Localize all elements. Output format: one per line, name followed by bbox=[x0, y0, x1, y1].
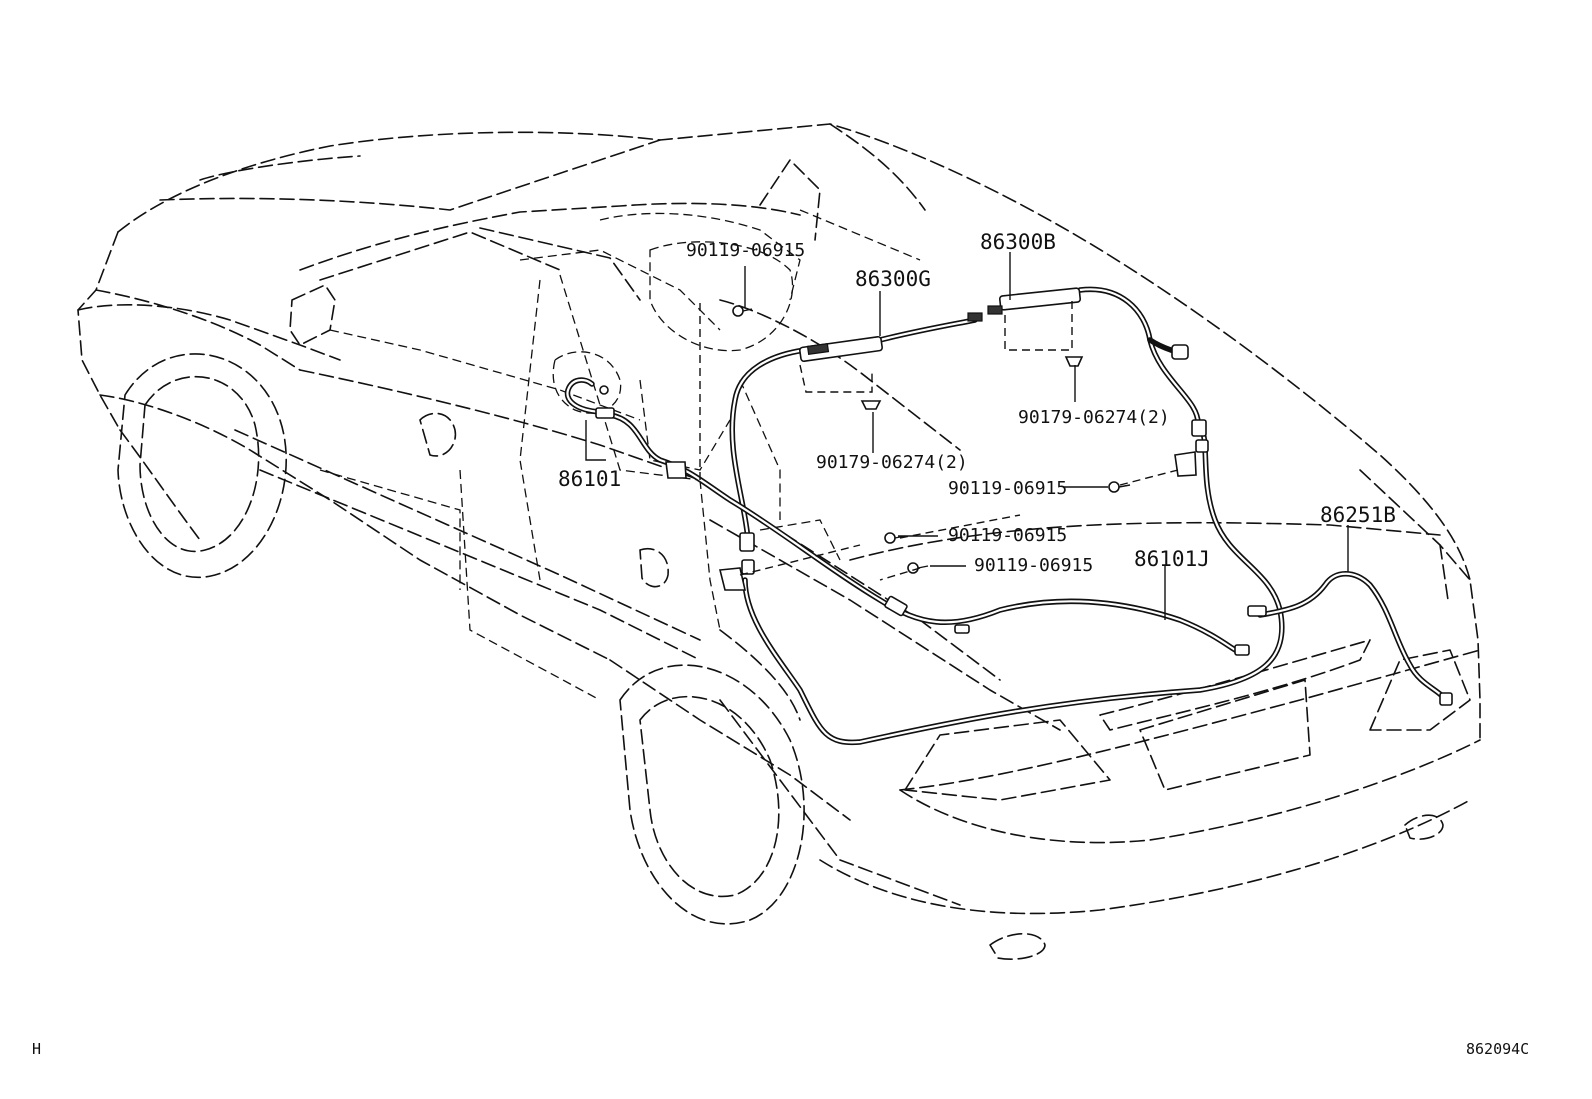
callout-bolt-mid-2: 90119-06915 bbox=[974, 555, 1093, 576]
wiring-harness bbox=[564, 286, 1448, 746]
callout-cord-86300G: 86300G bbox=[855, 267, 931, 291]
callout-bolt-mid-1: 90119-06915 bbox=[948, 525, 1067, 546]
footer-diagram-code: 862094C bbox=[1466, 1040, 1529, 1058]
callout-cable-86251B: 86251B bbox=[1320, 503, 1396, 527]
callout-cable-86101: 86101 bbox=[558, 467, 621, 491]
callout-clip-right: 90179-06274(2) bbox=[1018, 407, 1170, 428]
clips-and-bolts bbox=[599, 305, 1131, 574]
connectors bbox=[595, 344, 1453, 706]
callout-labels: 90119-06915 86300G 86300B 90179-06274(2)… bbox=[558, 230, 1396, 576]
antenna-cord-86300G-part bbox=[799, 335, 883, 363]
callout-clip-left: 90179-06274(2) bbox=[816, 452, 968, 473]
callout-cord-86300B: 86300B bbox=[980, 230, 1056, 254]
assembly-boundaries bbox=[699, 300, 1179, 581]
callout-cable-86101J: 86101J bbox=[1134, 547, 1210, 571]
callout-bolt-top: 90119-06915 bbox=[686, 240, 805, 261]
leader-lines bbox=[585, 252, 1349, 620]
footer-left-code: H bbox=[32, 1040, 41, 1058]
brackets bbox=[665, 451, 1197, 591]
antenna-cord-86300B-part bbox=[967, 287, 1082, 322]
callout-bolt-right: 90119-06915 bbox=[948, 478, 1067, 499]
